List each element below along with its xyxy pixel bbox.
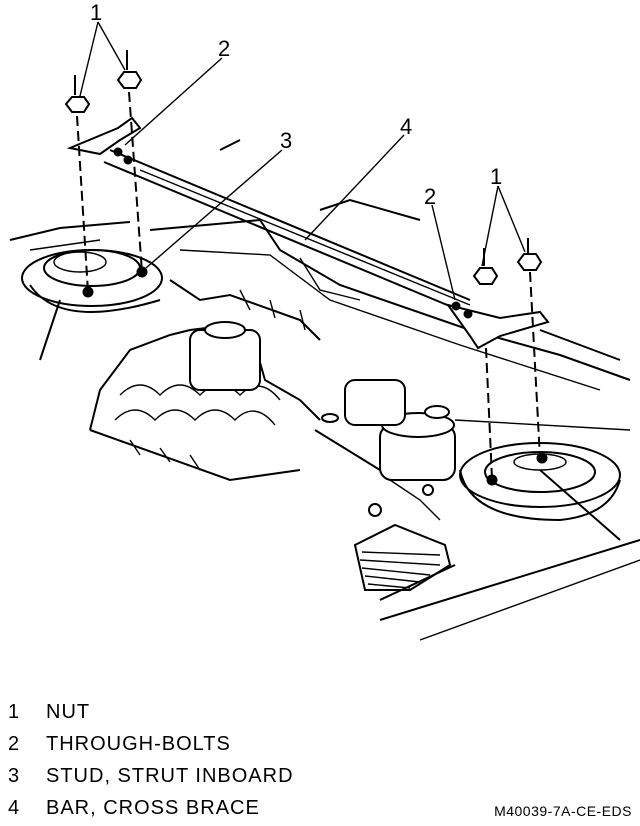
legend-item: 2 THROUGH-BOLTS — [8, 728, 428, 760]
cross-brace-diagram: 1 2 3 4 1 2 — [9, 0, 640, 641]
cross-brace-bar — [66, 116, 550, 350]
legend-number: 1 — [8, 700, 21, 723]
legend-item: 4 BAR, CROSS BRACE — [8, 792, 428, 824]
legend-label: NUT — [46, 700, 91, 723]
legend-item: 1 NUT — [8, 696, 428, 728]
callout-1-top: 1 — [90, 0, 102, 25]
left-strut-tower — [21, 249, 163, 313]
callout-3: 3 — [280, 128, 292, 153]
figure-id: M40039-7A-CE-EDS — [494, 803, 632, 819]
callout-2-right: 2 — [424, 184, 436, 209]
callout-2-top: 2 — [218, 36, 230, 61]
nuts-and-studs — [64, 50, 548, 486]
legend-number: 2 — [8, 732, 21, 755]
legend-label: BAR, CROSS BRACE — [46, 796, 260, 819]
parts-legend: 1 NUT 2 THROUGH-BOLTS 3 STUD, STRUT INBO… — [8, 696, 428, 824]
legend-number: 4 — [8, 796, 21, 819]
legend-label: STUD, STRUT INBOARD — [46, 764, 294, 787]
callout-4: 4 — [400, 114, 412, 139]
air-intake-duct — [353, 523, 456, 601]
brake-master-cylinder — [314, 379, 456, 521]
legend-label: THROUGH-BOLTS — [46, 732, 231, 755]
engine-manifold — [89, 279, 321, 482]
leader-lines — [79, 21, 526, 301]
callout-1-right: 1 — [490, 164, 502, 189]
legend-number: 3 — [8, 764, 21, 787]
body-outline — [9, 139, 640, 641]
legend-item: 3 STUD, STRUT INBOARD — [8, 760, 428, 792]
